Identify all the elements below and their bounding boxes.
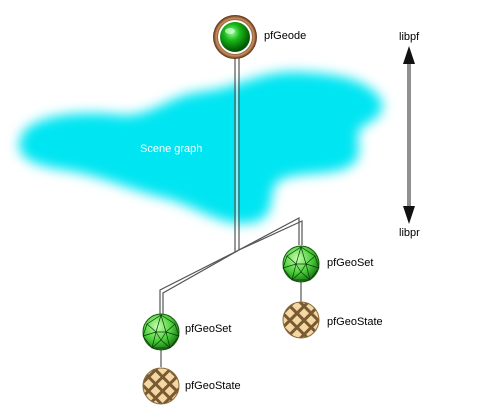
pfgeode-node <box>213 15 257 59</box>
geoset-left-label: pfGeoSet <box>185 323 232 335</box>
pfgeostate-right-node <box>282 301 320 339</box>
axis-top-label: libpf <box>399 31 420 43</box>
axis-arrow-down-icon <box>403 206 415 224</box>
geostate-left-label: pfGeoState <box>185 380 241 392</box>
branch-left-b <box>162 249 240 318</box>
geoset-right-label: pfGeoSet <box>327 257 374 269</box>
pfgeoset-left-node <box>142 313 180 351</box>
branch-left <box>159 251 236 318</box>
axis-bottom-label: libpr <box>399 227 420 239</box>
axis-arrow-up-icon <box>403 46 415 64</box>
scene-graph-cloud <box>19 71 383 224</box>
branch-right-b <box>238 220 303 251</box>
pfgeoset-right-node <box>282 245 320 283</box>
branch-right <box>234 217 300 253</box>
geostate-right-label: pfGeoState <box>327 316 383 328</box>
geode-label: pfGeode <box>264 30 307 42</box>
cloud-label: Scene graph <box>140 143 202 155</box>
tree-connectors <box>159 58 303 367</box>
library-axis <box>403 46 415 224</box>
pfgeostate-left-node <box>142 367 180 405</box>
